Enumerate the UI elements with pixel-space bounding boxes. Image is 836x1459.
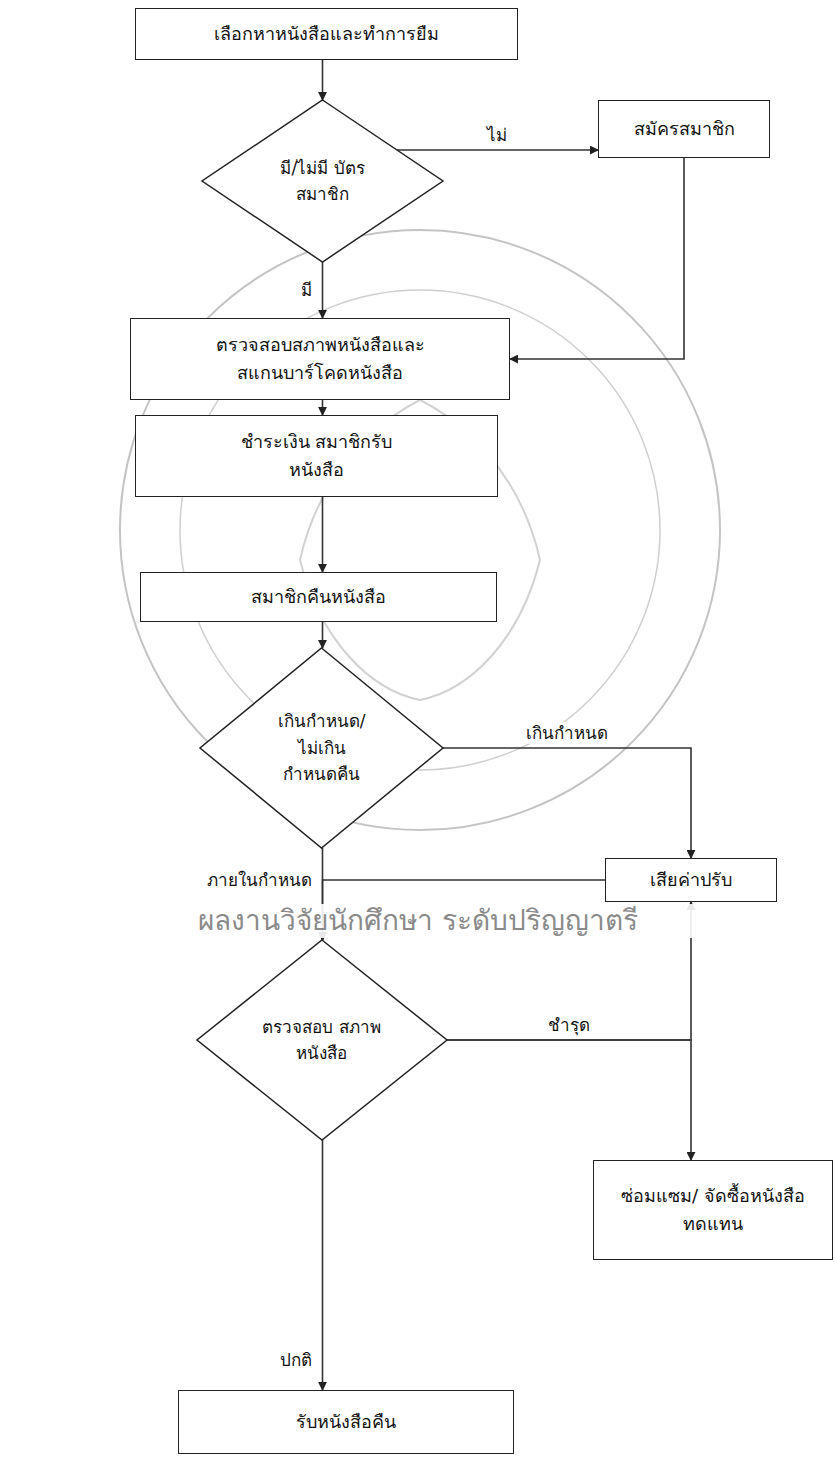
flow-arrow (322, 400, 324, 415)
flow-arrow (322, 497, 324, 572)
edge-label: เกินกำหนด (523, 722, 611, 744)
node-text: ตรวจสอบ สภาพหนังสือ (262, 1014, 382, 1067)
diamond-outline (202, 100, 443, 262)
node-text: มี/ไม่มี บัตรสมาชิก (268, 155, 378, 208)
edge-label: ภายในกำหนด (204, 869, 315, 891)
edge-label: ปกติ (277, 1349, 315, 1371)
node-text: สมัครสมาชิก (634, 115, 735, 143)
process-box: เสียค่าปรับ (605, 858, 777, 902)
flow-arrow (322, 1140, 324, 1390)
process-box: ชำระเงิน สมาชิกรับหนังสือ (135, 415, 498, 497)
decision-diamond: เกินกำหนด/ ไม่เกิน กำหนดคืน (200, 648, 443, 848)
flow-arrow (443, 748, 691, 858)
node-text: ซ่อมแซม/ จัดซื้อหนังสือทดแทน (608, 1182, 818, 1238)
process-box: สมัครสมาชิก (598, 100, 770, 158)
end-box: รับหนังสือคืน (178, 1390, 514, 1454)
diamond-outline (197, 940, 447, 1140)
edge-label: ชำรุด (545, 1014, 593, 1036)
node-text: สมาชิกคืนหนังสือ (251, 583, 386, 611)
process-box: ตรวจสอบสภาพหนังสือและ สแกนบาร์โคดหนังสือ (130, 318, 510, 400)
process-box: สมาชิกคืนหนังสือ (140, 572, 497, 622)
watermark-text: ผลงานวิจัยนักศึกษา ระดับปริญญาตรี (0, 904, 836, 938)
flow-arrow (397, 149, 598, 151)
node-text: เสียค่าปรับ (650, 866, 732, 894)
flow-arrow (447, 1040, 692, 1160)
edge-label: มี (298, 279, 315, 301)
flow-arrow (322, 622, 324, 648)
node-text: เกินกำหนด/ ไม่เกิน กำหนดคืน (272, 708, 372, 787)
node-text: ชำระเงิน สมาชิกรับหนังสือ (217, 428, 417, 484)
flow-arrow (322, 60, 324, 100)
node-text: เลือกหาหนังสือและทำการยืม (214, 20, 439, 48)
process-box: ซ่อมแซม/ จัดซื้อหนังสือทดแทน (593, 1160, 833, 1260)
node-text: ตรวจสอบสภาพหนังสือและ สแกนบาร์โคดหนังสือ (200, 331, 440, 387)
node-text: รับหนังสือคืน (296, 1408, 396, 1436)
decision-diamond: มี/ไม่มี บัตรสมาชิก (202, 100, 443, 262)
start-box: เลือกหาหนังสือและทำการยืม (135, 8, 518, 60)
flow-arrow (510, 158, 684, 359)
flow-arrow (322, 262, 324, 318)
decision-diamond: ตรวจสอบ สภาพหนังสือ (197, 940, 447, 1140)
edge-label: ไม่ (484, 124, 510, 146)
